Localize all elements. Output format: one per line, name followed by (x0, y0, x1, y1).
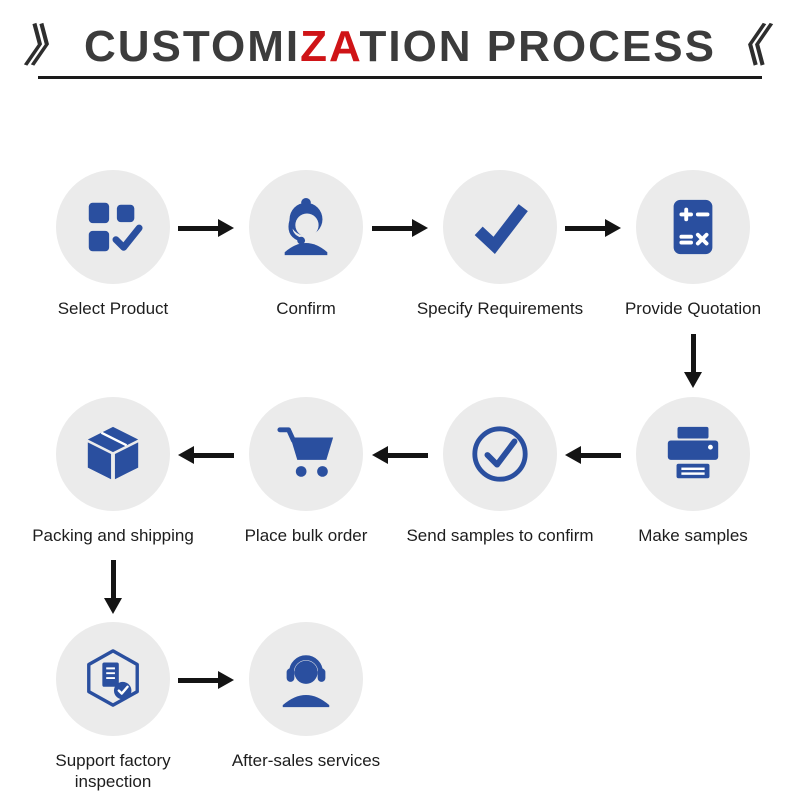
factory-inspection-icon (87, 649, 139, 707)
headset-person-icon (282, 655, 330, 708)
printer-icon (667, 426, 719, 479)
step-label: Send samples to confirm (406, 526, 594, 545)
step-circle (249, 170, 363, 284)
arrow-left-icon (178, 446, 234, 464)
step-circle (56, 397, 170, 511)
step-label: Provide Quotation (624, 299, 762, 318)
cart-icon (277, 427, 334, 477)
title-segment-red: ZA (300, 22, 360, 71)
arrow-right-icon (178, 219, 234, 237)
checkmark-icon (474, 204, 528, 255)
step-circle (249, 397, 363, 511)
title-segment: CUSTOMI (84, 22, 301, 71)
step-after-sales-services: After-sales services (206, 622, 406, 771)
step-label: Select Product (57, 299, 169, 318)
step-circle (636, 170, 750, 284)
step-packing-and-shipping: Packing and shipping (13, 397, 213, 546)
right-chevrons-icon: 《 (719, 22, 777, 71)
step-place-bulk-order: Place bulk order (206, 397, 406, 546)
step-confirm: Confirm (206, 170, 406, 319)
arrow-right-icon (565, 219, 621, 237)
calculator-icon (673, 199, 713, 255)
arrow-right-icon (372, 219, 428, 237)
step-label: Support factory inspection (55, 751, 171, 792)
product-grid-icon (88, 202, 143, 252)
arrow-left-icon (565, 446, 621, 464)
step-label: Packing and shipping (32, 526, 194, 545)
title-underline (38, 76, 762, 79)
step-label: Specify Requirements (416, 299, 584, 318)
step-provide-quotation: Provide Quotation (593, 170, 793, 319)
arrow-left-icon (372, 446, 428, 464)
step-circle (636, 397, 750, 511)
step-label: Make samples (638, 526, 748, 545)
circle-check-icon (472, 426, 528, 482)
step-specify-requirements: Specify Requirements (400, 170, 600, 319)
step-circle (443, 170, 557, 284)
step-label: After-sales services (231, 751, 381, 770)
step-label: Confirm (276, 299, 336, 318)
left-chevrons-icon: 》 (21, 22, 79, 71)
step-circle (443, 397, 557, 511)
step-make-samples: Make samples (593, 397, 793, 546)
step-select-product: Select Product (13, 170, 213, 319)
step-support-factory-inspection: Support factory inspection (13, 622, 213, 793)
step-circle (56, 622, 170, 736)
arrow-down-icon (684, 334, 702, 388)
step-circle (249, 622, 363, 736)
step-circle (56, 170, 170, 284)
customer-service-icon (284, 197, 328, 256)
title-segment: TION PROCESS (359, 22, 716, 71)
step-label: Place bulk order (244, 526, 368, 545)
package-box-icon (87, 426, 139, 480)
page-title: 》CUSTOMIZATION PROCESS《 (0, 10, 800, 74)
arrow-down-icon (104, 560, 122, 614)
arrow-right-icon (178, 671, 234, 689)
step-send-samples-to-confirm: Send samples to confirm (400, 397, 600, 546)
